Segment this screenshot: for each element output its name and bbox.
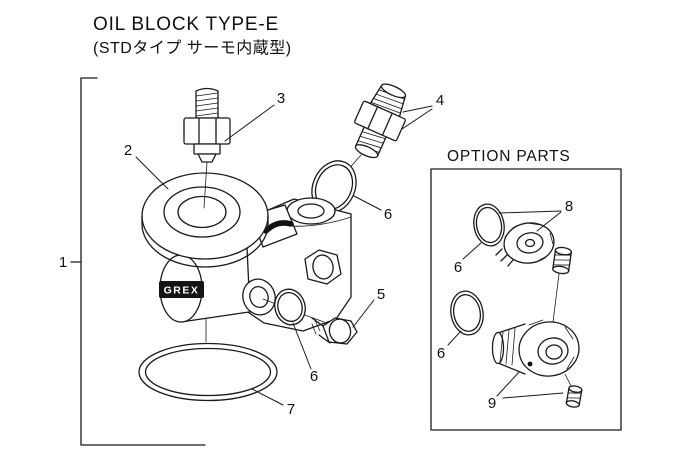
callout-label-6-opt8: 6 <box>454 259 462 276</box>
callout-label-8: 8 <box>565 198 573 215</box>
option-parts-title: OPTION PARTS <box>447 148 571 165</box>
plug-5 <box>311 317 358 345</box>
o-ring-6-option-8 <box>473 203 505 247</box>
axis-line-9-top <box>551 273 560 331</box>
sensor-adapter-9 <box>491 319 580 377</box>
axis-line-9-bottom <box>564 373 572 387</box>
page-title: OIL BLOCK TYPE-E <box>93 14 279 35</box>
callout-label-1: 1 <box>59 254 67 271</box>
fitting-8 <box>495 222 555 267</box>
fitting-3 <box>183 87 231 163</box>
o-ring-6-option-9 <box>450 290 484 336</box>
o-ring-6-mid <box>274 288 306 326</box>
brand-badge <box>159 281 204 298</box>
callout-label-2: 2 <box>124 142 132 159</box>
callout-label-5: 5 <box>377 286 385 303</box>
callout-label-6-top: 6 <box>384 206 392 223</box>
callout-label-7: 7 <box>287 401 295 418</box>
callouts: 2 3 4 6 5 6 7 8 6 6 9 <box>124 90 573 418</box>
callout-label-9: 9 <box>488 395 496 412</box>
callout-label-6-opt9: 6 <box>437 345 445 362</box>
callout-label-4: 4 <box>436 92 444 109</box>
callout-label-6-mid: 6 <box>310 368 318 385</box>
mounting-ring-2 <box>141 172 269 268</box>
fitting-4 <box>354 83 407 159</box>
stud-small-9 <box>565 385 583 408</box>
axis-line-3 <box>203 161 208 209</box>
plug-small-9 <box>552 246 572 275</box>
option-parts-box <box>430 168 622 431</box>
callout-label-3: 3 <box>277 90 285 107</box>
callout-1-bracket: 1 <box>59 77 206 446</box>
page-subtitle: (STDタイプ サーモ内蔵型) <box>93 39 292 57</box>
brand-badge-text: GREX <box>164 285 200 297</box>
o-ring-7 <box>138 317 278 402</box>
